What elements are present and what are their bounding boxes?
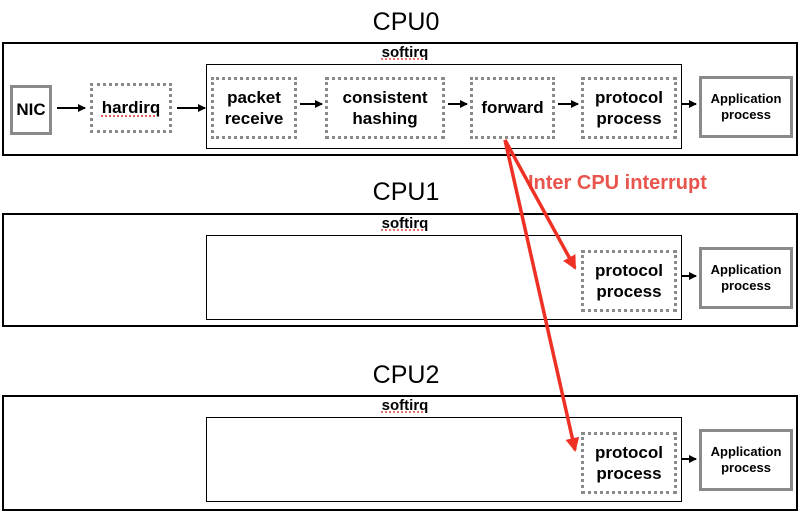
cpu2-protocol-process-box: protocol process — [581, 432, 677, 494]
cpu2-protocol-process-label: protocol process — [595, 442, 663, 483]
forward-box: forward — [470, 77, 555, 139]
cpu0-application-process-label: Application process — [710, 91, 782, 122]
inter-cpu-interrupt-label: Inter CPU interrupt — [528, 172, 707, 194]
cpu0-application-process-box: Application process — [699, 76, 793, 138]
cpu1-softirq-label: softirq — [381, 215, 429, 232]
cpu1-protocol-process-box: protocol process — [581, 250, 677, 312]
cpu0-protocol-process-box: protocol process — [581, 77, 677, 139]
cpu1-application-process-label: Application process — [710, 262, 782, 293]
packet-receive-label: packet receive — [224, 87, 284, 128]
cpu2-application-process-label: Application process — [710, 444, 782, 475]
cpu2-application-process-box: Application process — [699, 429, 793, 491]
cpu2-title: CPU2 — [372, 361, 440, 389]
forward-label: forward — [481, 98, 544, 118]
hardirq-label: hardirq — [101, 98, 161, 118]
packet-receive-box: packet receive — [211, 77, 297, 139]
cpu1-protocol-process-label: protocol process — [595, 260, 663, 301]
cpu2-softirq-label: softirq — [381, 397, 429, 414]
consistent-hashing-label: consistent hashing — [342, 87, 428, 128]
cpu0-protocol-process-label: protocol process — [595, 87, 663, 128]
cpu0-title: CPU0 — [372, 8, 440, 36]
nic-box: NIC — [10, 85, 52, 135]
cpu1-application-process-box: Application process — [699, 247, 793, 309]
hardirq-box: hardirq — [90, 83, 172, 133]
consistent-hashing-box: consistent hashing — [325, 77, 445, 139]
nic-label: NIC — [16, 99, 46, 119]
cpu1-title: CPU1 — [372, 178, 440, 206]
cpu0-softirq-label: softirq — [381, 44, 429, 61]
